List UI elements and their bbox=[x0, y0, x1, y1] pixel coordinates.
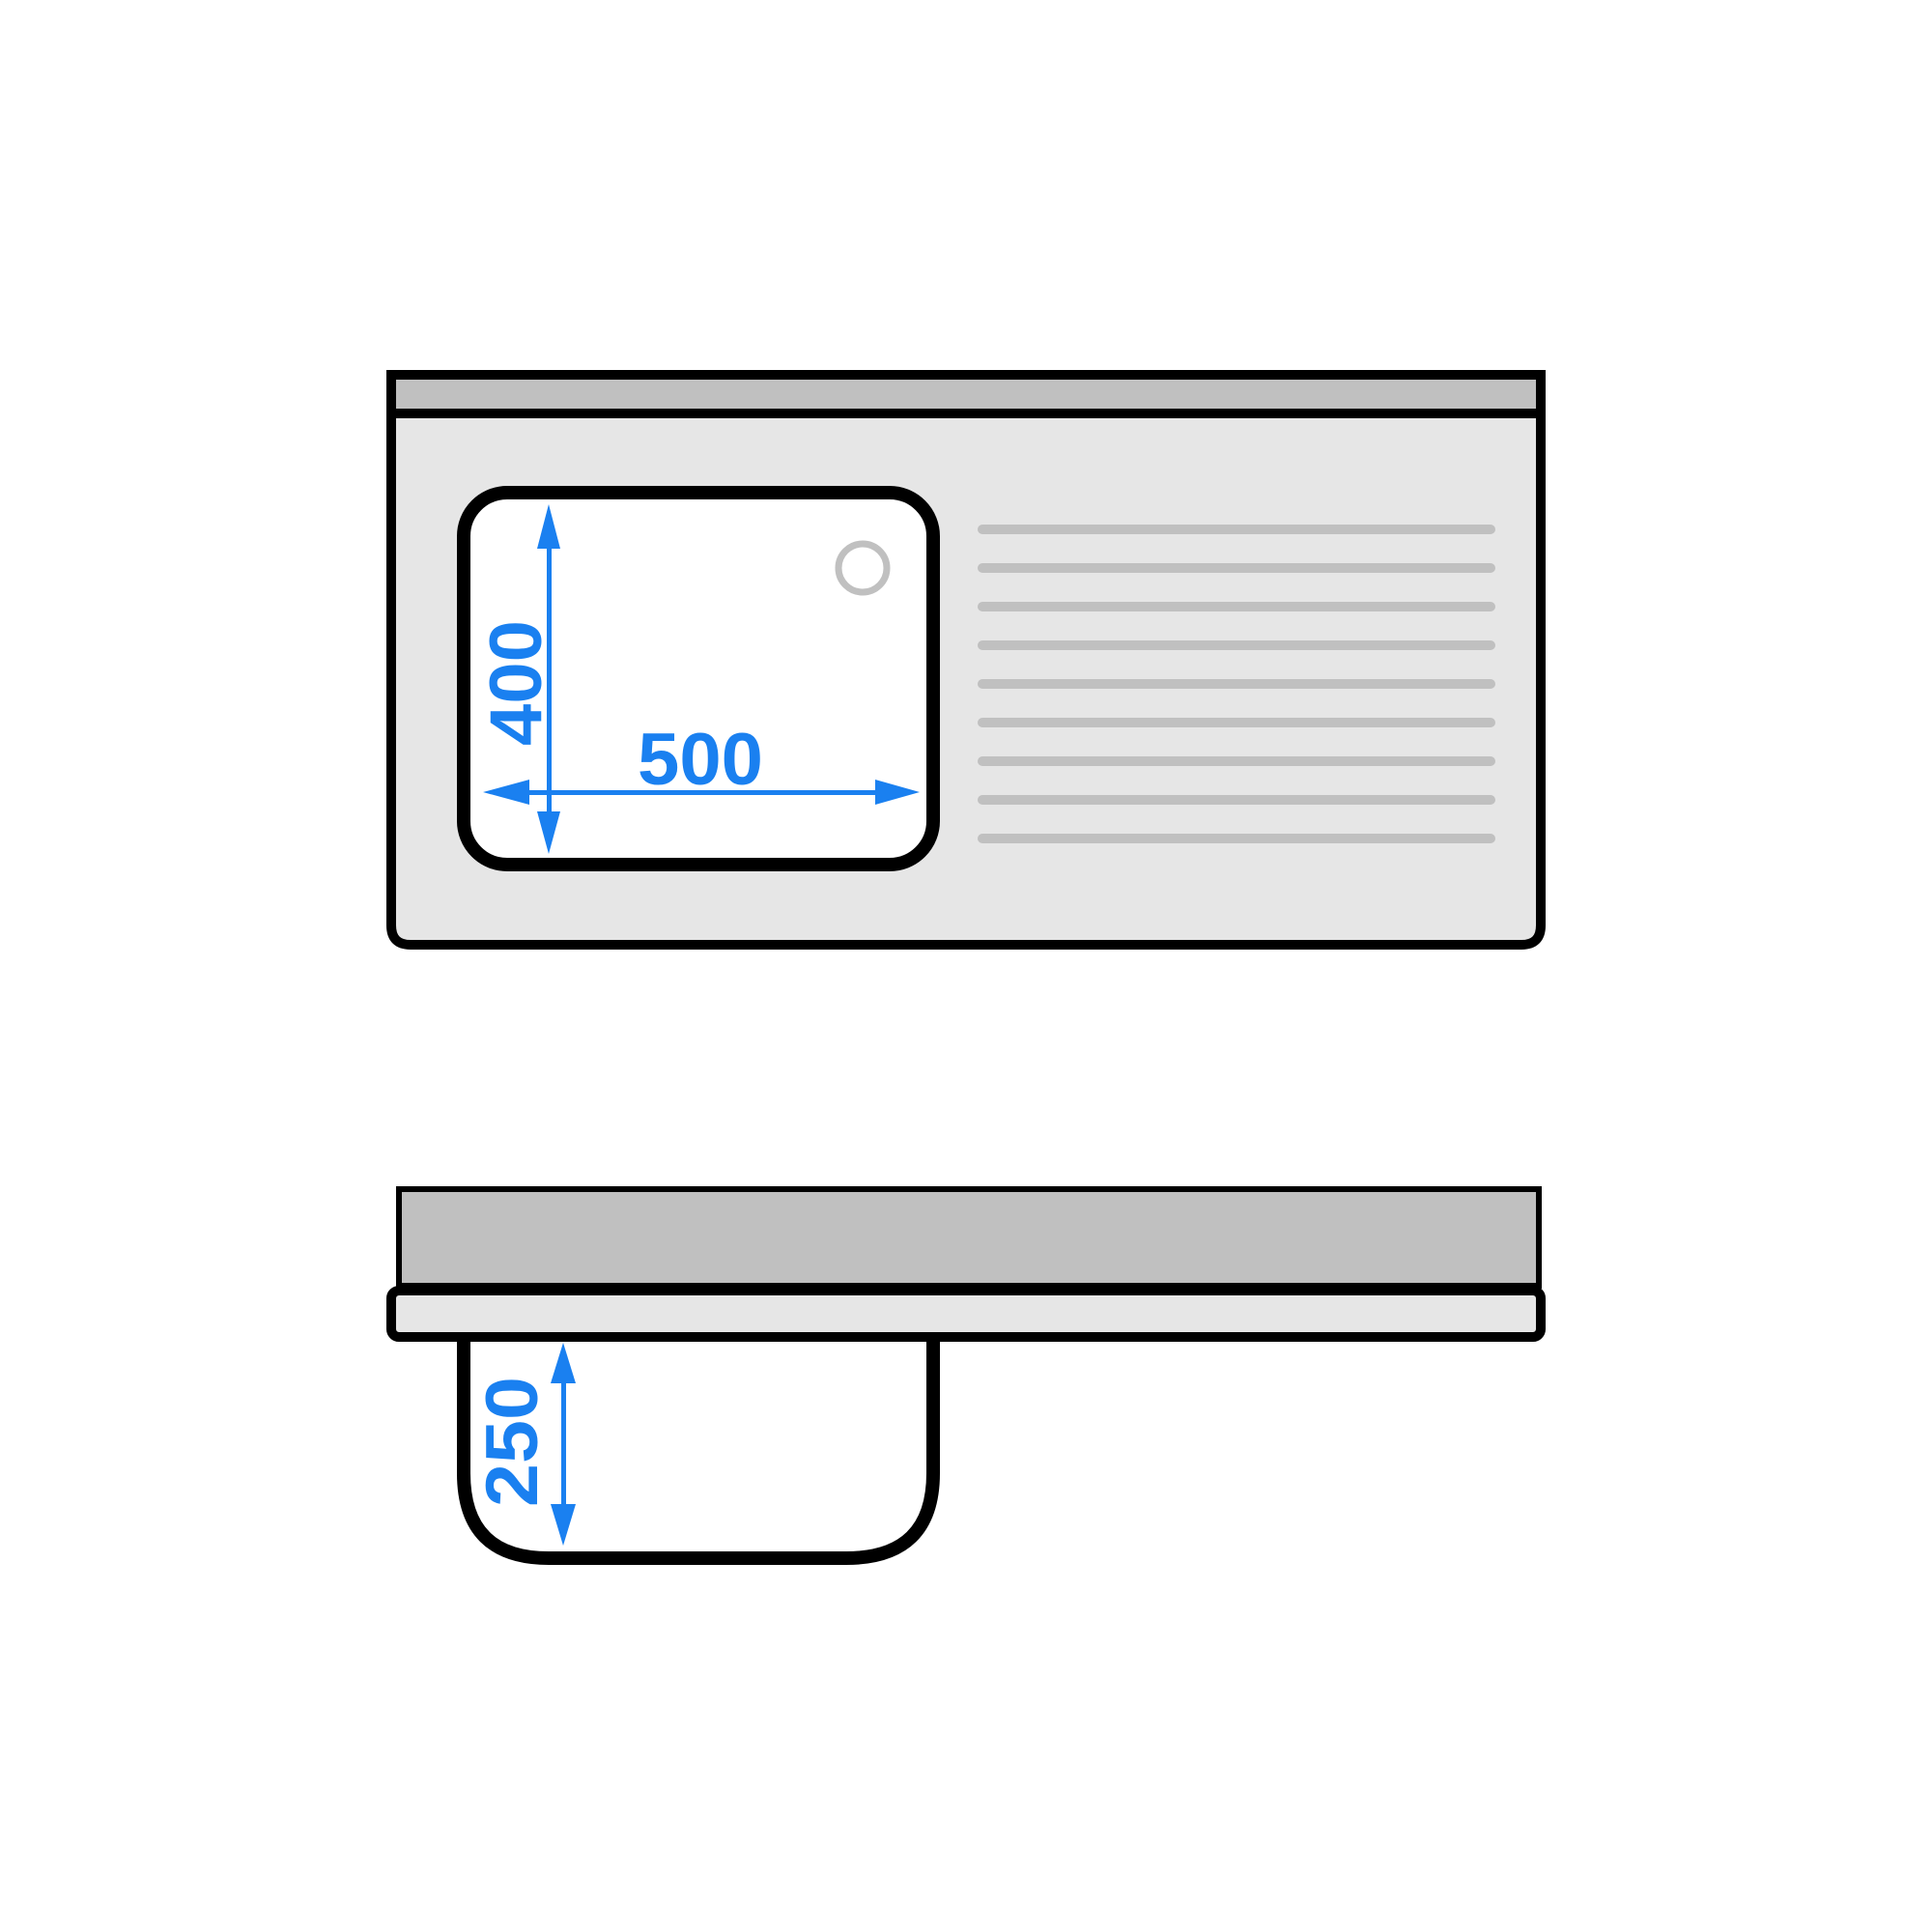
arrow-up-icon bbox=[537, 504, 560, 549]
dimension-width bbox=[483, 780, 920, 805]
side-upstand bbox=[396, 1186, 1542, 1289]
side-view: 250 bbox=[386, 1186, 1546, 1565]
side-rim bbox=[386, 1286, 1546, 1342]
dimension-height-label: 250 bbox=[471, 1377, 554, 1507]
drainer-ribs bbox=[978, 525, 1495, 843]
arrow-down-icon bbox=[551, 1504, 576, 1546]
upstand-strip bbox=[396, 380, 1536, 413]
dimension-depth bbox=[537, 504, 560, 854]
arrow-up-icon bbox=[551, 1343, 576, 1383]
dimension-width-label: 500 bbox=[638, 719, 763, 801]
side-basin-outline bbox=[457, 1342, 940, 1565]
top-view: 400 500 bbox=[386, 370, 1546, 950]
dimension-depth-label: 400 bbox=[475, 620, 557, 746]
basin-outline bbox=[457, 486, 940, 871]
drain-hole-icon bbox=[835, 540, 891, 596]
arrow-left-icon bbox=[483, 780, 529, 805]
arrow-right-icon bbox=[875, 780, 920, 805]
dimension-height bbox=[551, 1343, 576, 1546]
arrow-down-icon bbox=[537, 811, 560, 854]
